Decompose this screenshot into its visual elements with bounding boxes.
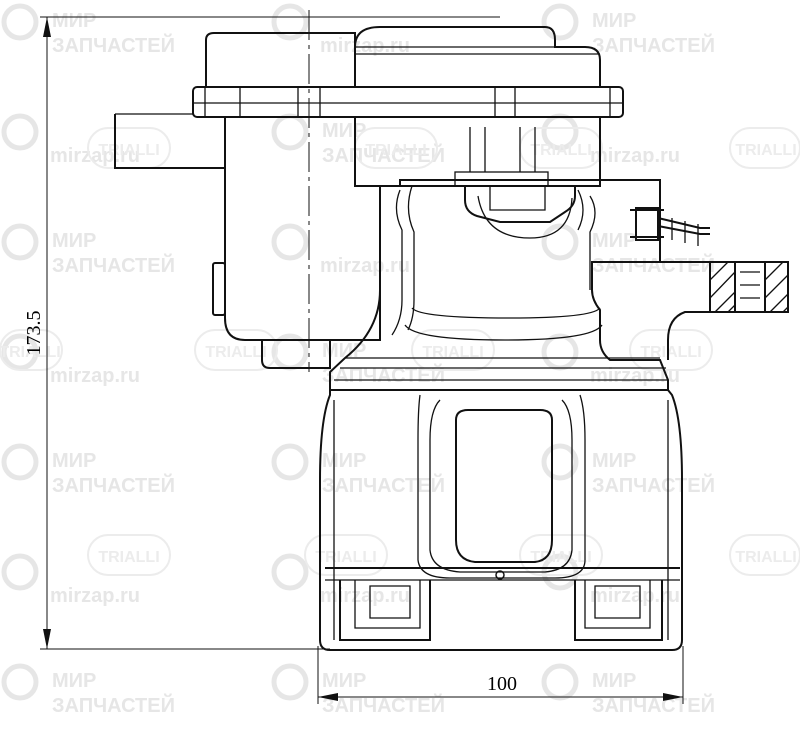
watermark-brand-logo: TRIALLI	[87, 534, 171, 576]
svg-text:ЗАПЧАСТЕЙ: ЗАПЧАСТЕЙ	[322, 473, 445, 497]
svg-text:МИР: МИР	[322, 670, 366, 692]
motor-cap-left	[205, 32, 356, 87]
svg-text:mirzap.ru: mirzap.ru	[50, 585, 140, 607]
svg-text:TRIALLI: TRIALLI	[315, 549, 376, 566]
motor-flange	[192, 86, 624, 118]
svg-text:TRIALLI: TRIALLI	[98, 142, 159, 159]
motor-cap-right	[354, 26, 601, 87]
height-dimension: 173.5	[23, 16, 500, 650]
watermark-mir-zapchastey: МИР ЗАПЧАСТЕЙ	[271, 443, 445, 497]
dimension-label-width: 100	[487, 673, 517, 695]
watermark-mir-zapchastey: МИР ЗАПЧАСТЕЙ	[1, 223, 175, 277]
svg-text:mirzap.ru: mirzap.ru	[320, 35, 410, 57]
svg-text:TRIALLI: TRIALLI	[205, 344, 266, 361]
watermark-mir-zapchastey: МИР ЗАПЧАСТЕЙ	[541, 663, 715, 717]
watermark-brand-logo: TRIALLI	[411, 329, 495, 371]
svg-text:TRIALLI: TRIALLI	[640, 344, 701, 361]
watermark-site: mirzap.ru	[1, 113, 140, 167]
svg-text:mirzap.ru: mirzap.ru	[320, 585, 410, 607]
svg-text:TRIALLI: TRIALLI	[422, 344, 483, 361]
svg-text:TRIALLI: TRIALLI	[530, 549, 591, 566]
svg-text:TRIALLI: TRIALLI	[0, 344, 61, 361]
watermark-brand-logo: TRIALLI	[194, 329, 278, 371]
svg-text:ЗАПЧАСТЕЙ: ЗАПЧАСТЕЙ	[322, 143, 445, 167]
motor-connector-tab	[212, 262, 226, 316]
svg-text:МИР: МИР	[322, 450, 366, 472]
svg-text:TRIALLI: TRIALLI	[735, 142, 796, 159]
arrow-right-icon	[663, 693, 683, 701]
watermark-brand-logo: TRIALLI	[729, 127, 800, 169]
svg-text:МИР: МИР	[592, 10, 636, 32]
svg-text:mirzap.ru: mirzap.ru	[50, 145, 140, 167]
caliper-inspection-window	[455, 409, 553, 563]
svg-text:mirzap.ru: mirzap.ru	[590, 145, 680, 167]
svg-text:ЗАПЧАСТЕЙ: ЗАПЧАСТЕЙ	[52, 33, 175, 57]
svg-text:TRIALLI: TRIALLI	[530, 142, 591, 159]
svg-text:ЗАПЧАСТЕЙ: ЗАПЧАСТЕЙ	[592, 473, 715, 497]
svg-text:TRIALLI: TRIALLI	[365, 142, 426, 159]
svg-text:mirzap.ru: mirzap.ru	[50, 365, 140, 387]
arrow-left-icon	[318, 693, 338, 701]
svg-text:ЗАПЧАСТЕЙ: ЗАПЧАСТЕЙ	[592, 33, 715, 57]
mounting-ear	[660, 261, 789, 360]
svg-text:МИР: МИР	[592, 450, 636, 472]
svg-text:ЗАПЧАСТЕЙ: ЗАПЧАСТЕЙ	[52, 253, 175, 277]
watermark-site: mirzap.ru	[271, 223, 410, 277]
svg-text:МИР: МИР	[322, 340, 366, 362]
svg-text:mirzap.ru: mirzap.ru	[590, 585, 680, 607]
bleed-screw	[630, 207, 710, 246]
motor-can	[224, 117, 381, 341]
bleed-screw-body	[635, 207, 659, 241]
svg-text:МИР: МИР	[52, 10, 96, 32]
watermark-layer: МИР ЗАПЧАСТЕЙ МИР ЗАПЧАСТЕЙ МИР ЗАПЧАСТЕ…	[0, 3, 800, 717]
watermark-brand-logo: TRIALLI	[519, 534, 603, 576]
caliper-housing	[319, 179, 789, 651]
watermark-site: mirzap.ru	[271, 553, 410, 607]
watermark-brand-logo: TRIALLI	[304, 534, 388, 576]
watermark-brand-logo: TRIALLI	[629, 329, 713, 371]
watermark-mir-zapchastey: МИР ЗАПЧАСТЕЙ	[271, 663, 445, 717]
svg-text:ЗАПЧАСТЕЙ: ЗАПЧАСТЕЙ	[592, 253, 715, 277]
svg-text:mirzap.ru: mirzap.ru	[320, 255, 410, 277]
watermark-mir-zapchastey: МИР ЗАПЧАСТЕЙ	[1, 443, 175, 497]
caliper-body-outline	[319, 389, 683, 651]
svg-text:TRIALLI: TRIALLI	[735, 549, 796, 566]
svg-text:МИР: МИР	[52, 450, 96, 472]
watermark-mir-zapchastey: МИР ЗАПЧАСТЕЙ	[1, 663, 175, 717]
watermark-brand-logo: TRIALLI	[729, 534, 800, 576]
motor-boss	[261, 340, 331, 369]
watermark-site: mirzap.ru	[1, 553, 140, 607]
svg-text:МИР: МИР	[322, 120, 366, 142]
watermark-mir-zapchastey: МИР ЗАПЧАСТЕЙ	[541, 443, 715, 497]
svg-text:ЗАПЧАСТЕЙ: ЗАПЧАСТЕЙ	[52, 693, 175, 717]
watermark-site: mirzap.ru	[271, 3, 410, 57]
arrow-up-icon	[43, 17, 51, 37]
dimension-label-height: 173.5	[23, 311, 45, 356]
svg-text:МИР: МИР	[592, 670, 636, 692]
svg-text:TRIALLI: TRIALLI	[98, 549, 159, 566]
watermark-mir-zapchastey: МИР ЗАПЧАСТЕЙ	[541, 223, 715, 277]
svg-text:МИР: МИР	[52, 670, 96, 692]
svg-text:МИР: МИР	[592, 230, 636, 252]
pad-lug-left	[339, 580, 431, 641]
svg-text:ЗАПЧАСТЕЙ: ЗАПЧАСТЕЙ	[52, 473, 175, 497]
width-dimension: 100	[317, 646, 684, 704]
arrow-down-icon	[43, 629, 51, 649]
pad-lug-right	[574, 580, 663, 641]
center-mark	[495, 570, 505, 580]
svg-text:ЗАПЧАСТЕЙ: ЗАПЧАСТЕЙ	[322, 363, 445, 387]
bore-housing-outline	[329, 179, 669, 391]
svg-text:МИР: МИР	[52, 230, 96, 252]
watermark-mir-zapchastey: МИР ЗАПЧАСТЕЙ	[271, 333, 445, 387]
piston-top	[464, 186, 576, 223]
motor-bracket	[114, 114, 225, 169]
watermark-mir-zapchastey: МИР ЗАПЧАСТЕЙ	[541, 3, 715, 57]
watermark-site: mirzap.ru	[1, 333, 140, 387]
mounting-bolt-section	[709, 261, 789, 313]
watermark-mir-zapchastey: МИР ЗАПЧАСТЕЙ	[1, 3, 175, 57]
watermark-brand-logo: TRIALLI	[0, 329, 63, 371]
actuator-motor-housing	[114, 26, 624, 369]
